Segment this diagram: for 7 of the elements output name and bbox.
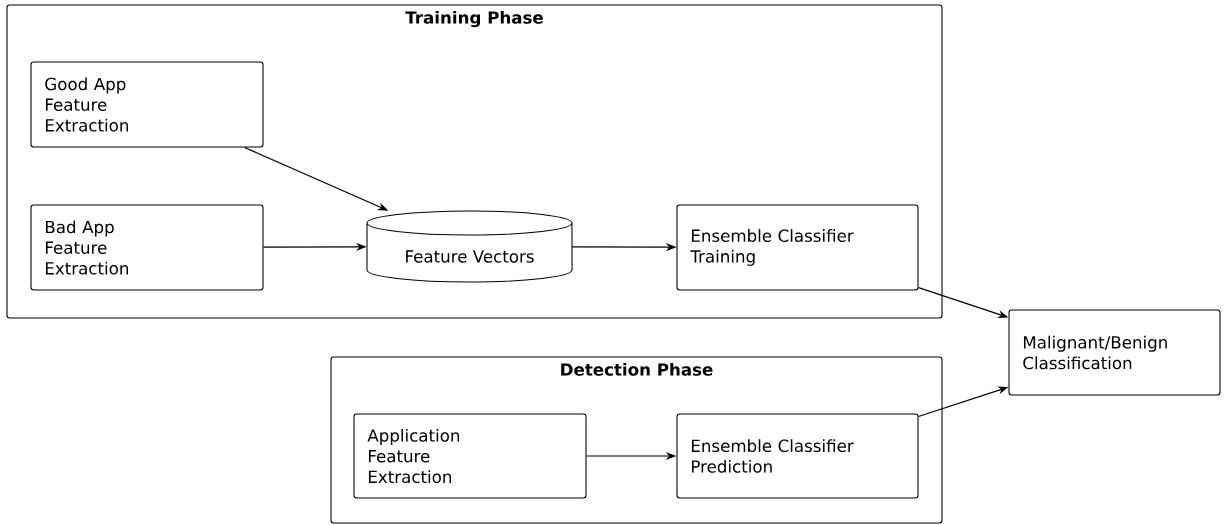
process-box: Application Feature Extraction bbox=[353, 413, 587, 499]
process-box: Ensemble Classifier Training bbox=[676, 204, 919, 291]
process-box: Bad App Feature Extraction bbox=[30, 204, 264, 291]
process-box: Good App Feature Extraction bbox=[30, 61, 264, 148]
process-box: Ensemble Classifier Prediction bbox=[676, 413, 919, 499]
process-box: Malignant/Benign Classification bbox=[1008, 309, 1221, 396]
database-cylinder: Feature Vectors bbox=[366, 210, 573, 283]
